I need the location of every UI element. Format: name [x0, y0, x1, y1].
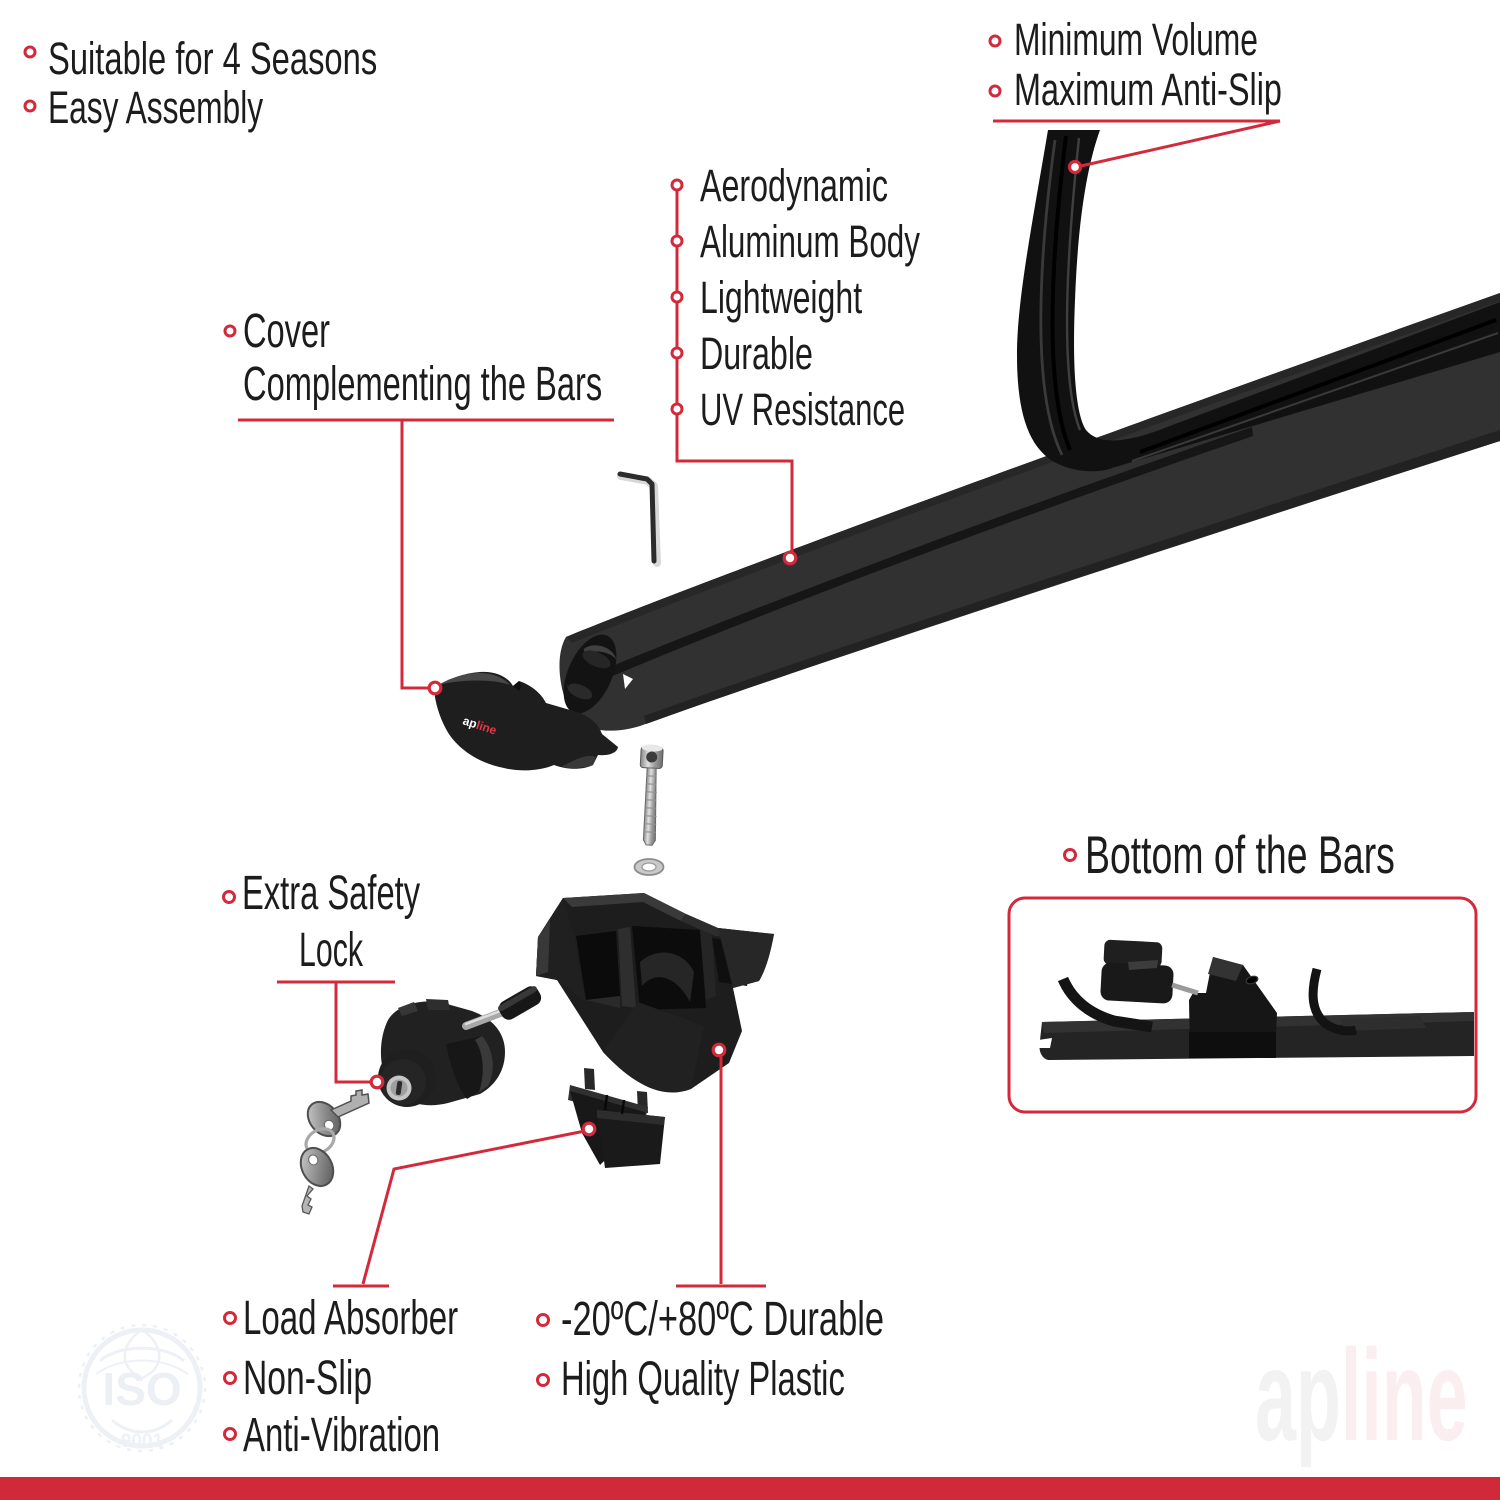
- svg-text:ISO: ISO: [102, 1363, 181, 1415]
- svg-text:apline: apline: [461, 714, 499, 738]
- svg-text:9001: 9001: [121, 1431, 164, 1452]
